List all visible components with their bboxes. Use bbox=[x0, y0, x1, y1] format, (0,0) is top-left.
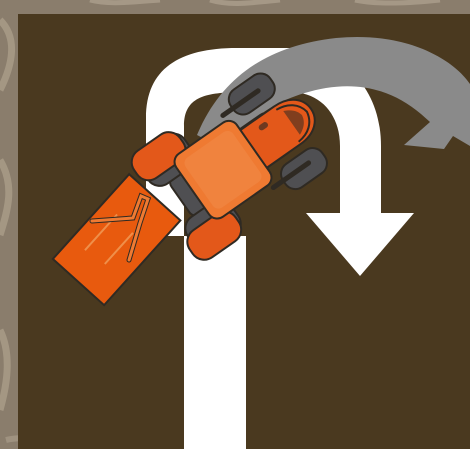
straight-travel-path bbox=[184, 236, 246, 449]
